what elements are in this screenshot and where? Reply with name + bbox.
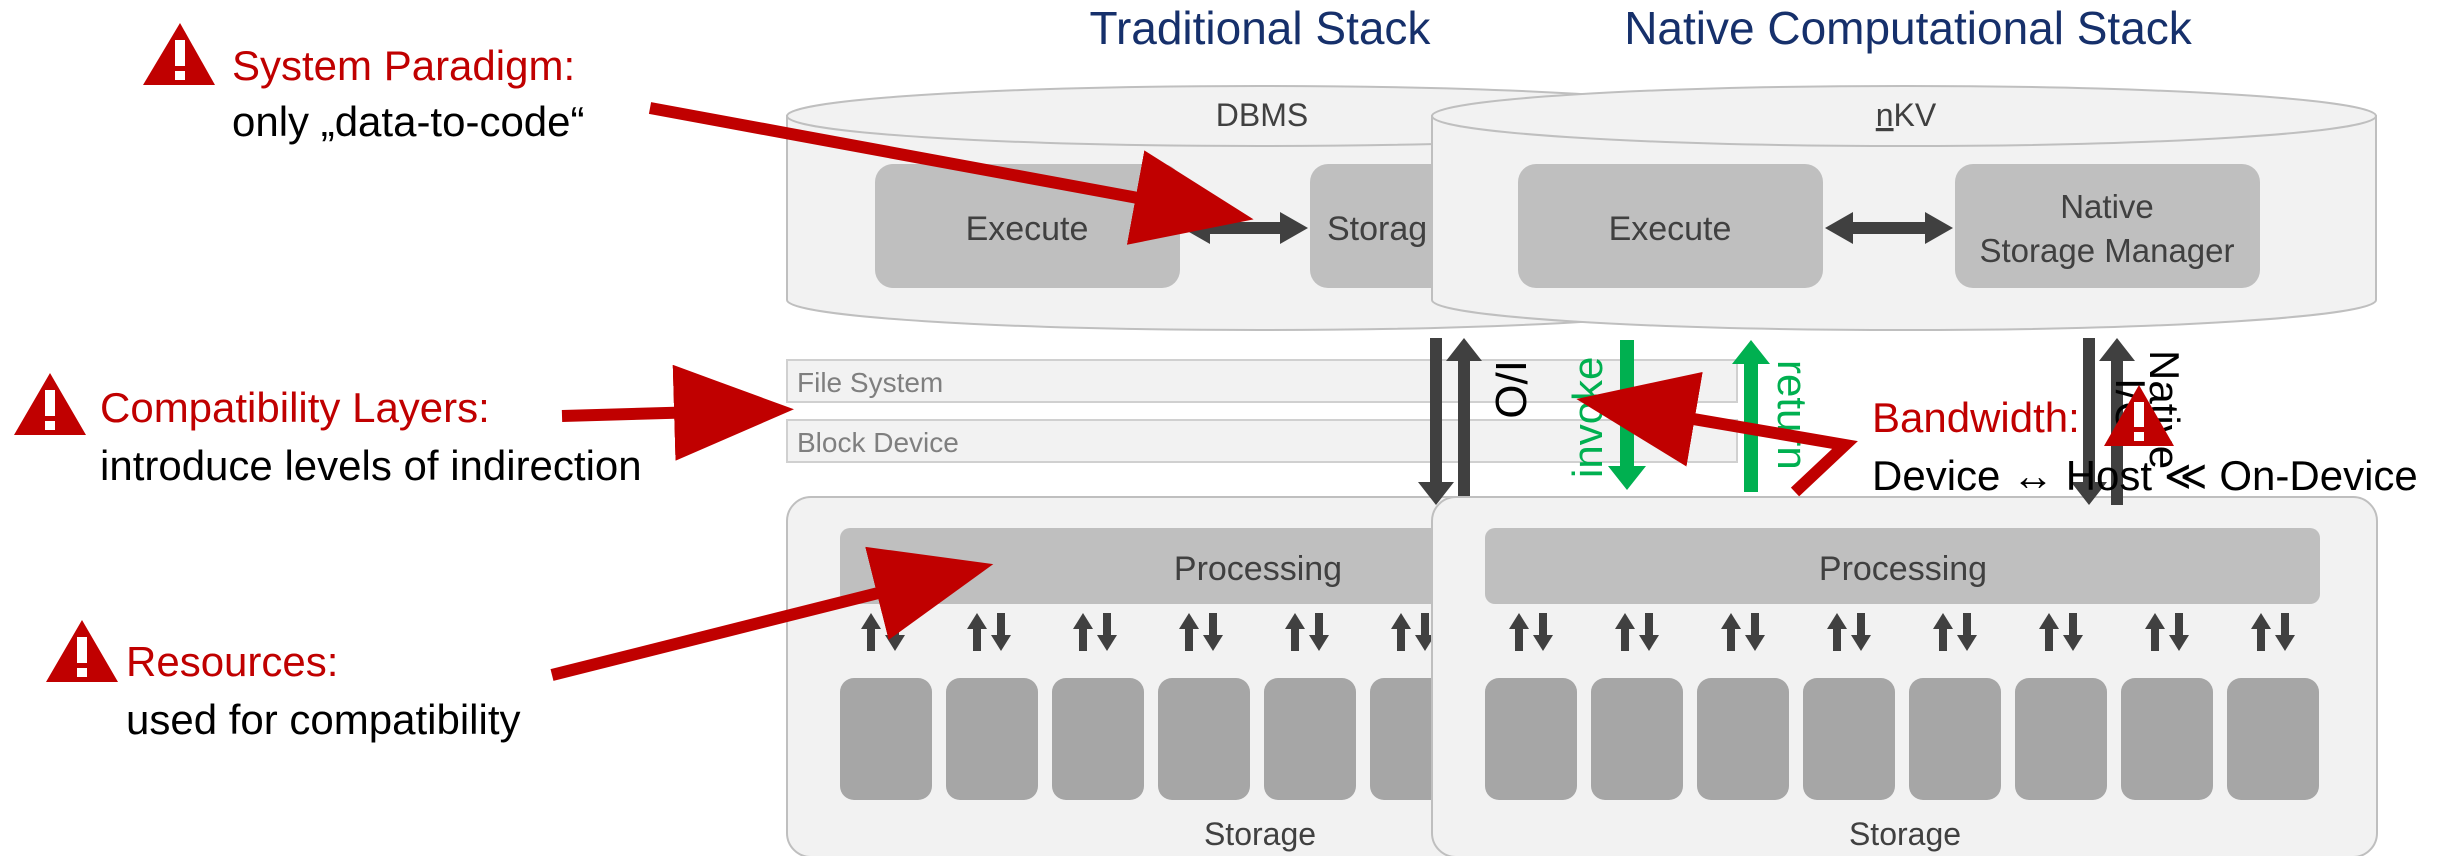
native-execute-label: Execute bbox=[1609, 210, 1732, 248]
warning-icon bbox=[46, 620, 118, 682]
trad-storage-manager-label: Storag bbox=[1327, 210, 1427, 248]
native-storage-manager-line1: Native bbox=[2060, 188, 2154, 225]
bandwidth-pointer-arrow bbox=[1576, 371, 1858, 497]
file-system-label: File System bbox=[797, 367, 943, 398]
nkv-label-rest: KV bbox=[1894, 97, 1937, 133]
trad-storage-label: Storage bbox=[1204, 816, 1316, 852]
native-storage-manager-line2: Storage Manager bbox=[1980, 232, 2235, 269]
callout-bandwidth: Bandwidth: Device ↔ Host ≪ On-Device bbox=[1872, 385, 2418, 499]
callout-compat-text: introduce levels of indirection bbox=[100, 442, 642, 489]
native-execute-box bbox=[1518, 164, 1823, 288]
invoke-label: invoke bbox=[1564, 357, 1611, 478]
block-device-label: Block Device bbox=[797, 427, 959, 458]
native-storage-label: Storage bbox=[1849, 816, 1961, 852]
native-processing-label: Processing bbox=[1819, 550, 1987, 588]
warning-icon bbox=[14, 373, 86, 435]
callout-bandwidth-title: Bandwidth: bbox=[1872, 394, 2080, 441]
native-processing-box bbox=[1485, 528, 2320, 604]
trad-execute-label: Execute bbox=[966, 210, 1089, 248]
native-storage-manager-box bbox=[1955, 164, 2260, 288]
callout-resources-title: Resources: bbox=[126, 638, 338, 685]
callout-paradigm-text: only „data-to-code“ bbox=[232, 98, 585, 145]
callout-compat-title: Compatibility Layers: bbox=[100, 384, 490, 431]
compat-pointer-arrow bbox=[561, 364, 794, 461]
heading-native-stack: Native Computational Stack bbox=[1624, 2, 2193, 54]
warning-icon bbox=[143, 23, 215, 85]
trad-io-label: I/O bbox=[1486, 360, 1535, 419]
native-execute-storage-arrow bbox=[1825, 212, 1953, 244]
callout-paradigm-title: System Paradigm: bbox=[232, 42, 575, 89]
warning-icon bbox=[2104, 385, 2174, 446]
resources-pointer-arrow bbox=[550, 546, 994, 681]
paradigm-pointer-arrow bbox=[648, 102, 1254, 245]
heading-traditional-stack: Traditional Stack bbox=[1090, 2, 1432, 54]
dbms-label: DBMS bbox=[1216, 97, 1308, 133]
trad-processing-label: Processing bbox=[1174, 550, 1342, 588]
callout-bandwidth-text: Device ↔ Host ≪ On-Device bbox=[1872, 452, 2418, 499]
native-stack: nKV Execute Native Storage Manager Proce… bbox=[1431, 85, 2378, 856]
return-arrow bbox=[1732, 340, 1770, 492]
callout-resources: Resources: used for compatibility bbox=[46, 620, 521, 743]
nkv-label: nKV bbox=[1876, 97, 1937, 133]
callout-compatibility-layers: Compatibility Layers: introduce levels o… bbox=[14, 373, 642, 489]
native-io-arrow bbox=[2071, 338, 2135, 505]
callout-arrows bbox=[550, 102, 1858, 681]
nkv-label-underlined: n bbox=[1876, 97, 1894, 133]
return-label: return bbox=[1769, 360, 1816, 470]
native-flash-chips bbox=[1485, 678, 2319, 800]
callout-system-paradigm: System Paradigm: only „data-to-code“ bbox=[143, 23, 585, 145]
callout-resources-text: used for compatibility bbox=[126, 696, 521, 743]
trad-io-arrow bbox=[1418, 338, 1482, 505]
